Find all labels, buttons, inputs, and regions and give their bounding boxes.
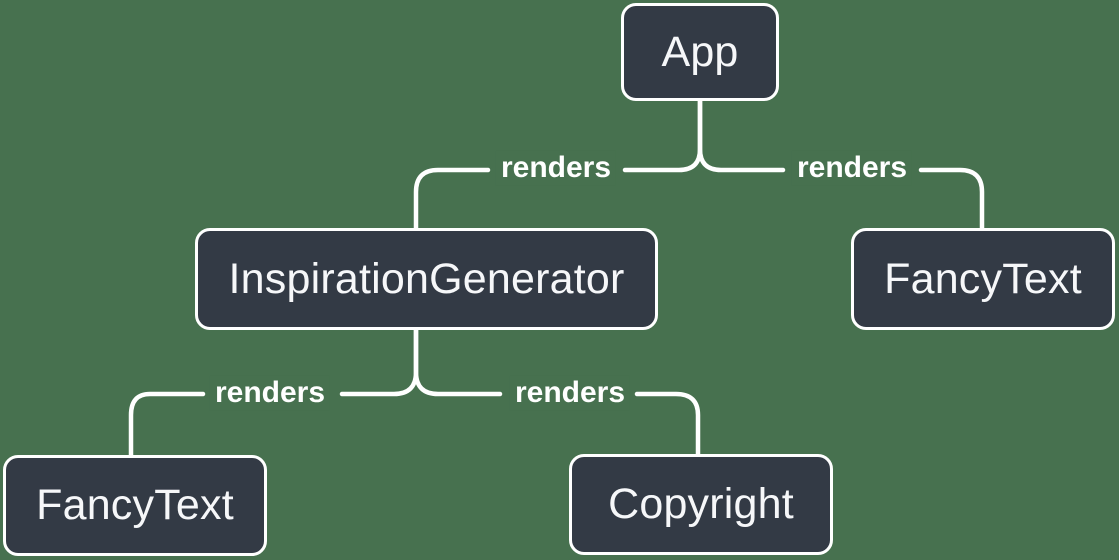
edge-label-renders-app-inspiration: renders (495, 150, 617, 186)
node-app: App (621, 3, 779, 101)
node-fancy-text-bottom: FancyText (3, 455, 267, 556)
node-inspiration-generator-label: InspirationGenerator (228, 254, 625, 303)
node-copyright: Copyright (569, 454, 833, 555)
node-inspiration-generator: InspirationGenerator (195, 228, 658, 330)
node-copyright-label: Copyright (608, 480, 794, 528)
node-app-label: App (661, 27, 739, 76)
edge-label-renders-inspiration-fancytext: renders (209, 375, 331, 411)
node-fancy-text-top: FancyText (851, 228, 1115, 330)
edge-label-renders-inspiration-copyright: renders (509, 375, 631, 411)
edge-app-to-fancy-text (697, 98, 985, 231)
edge-label-renders-app-fancytext: renders (791, 150, 913, 186)
node-fancy-text-top-label: FancyText (884, 254, 1082, 303)
edge-inspiration-generator-to-copyright (413, 327, 701, 457)
node-fancy-text-bottom-label: FancyText (36, 481, 234, 529)
